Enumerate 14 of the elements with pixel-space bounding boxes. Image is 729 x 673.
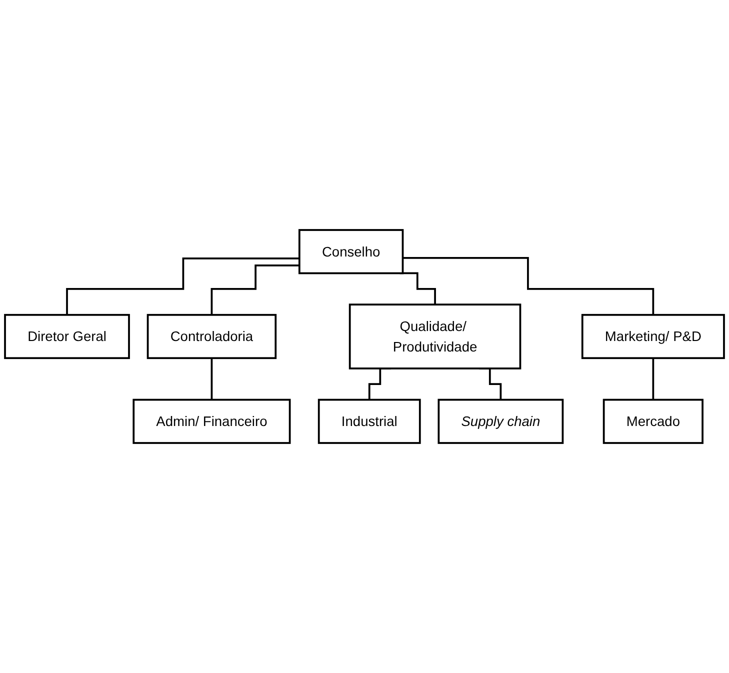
connector [66, 257, 300, 316]
connector [402, 257, 654, 316]
node-box: Industrial [318, 398, 421, 444]
node-box: Admin/ Financeiro [132, 398, 291, 444]
node-box: Mercado [602, 398, 704, 444]
connector [210, 264, 300, 316]
node-box: Marketing/ P&D [581, 314, 725, 360]
connector [652, 357, 654, 401]
node-box: Conselho [298, 229, 404, 274]
node-box: Qualidade/ Produtividade [348, 304, 522, 370]
node-box: Diretor Geral [4, 314, 130, 360]
node-box: Supply chain [438, 398, 564, 444]
node-box: Controladoria [146, 314, 277, 360]
connector [210, 357, 213, 401]
